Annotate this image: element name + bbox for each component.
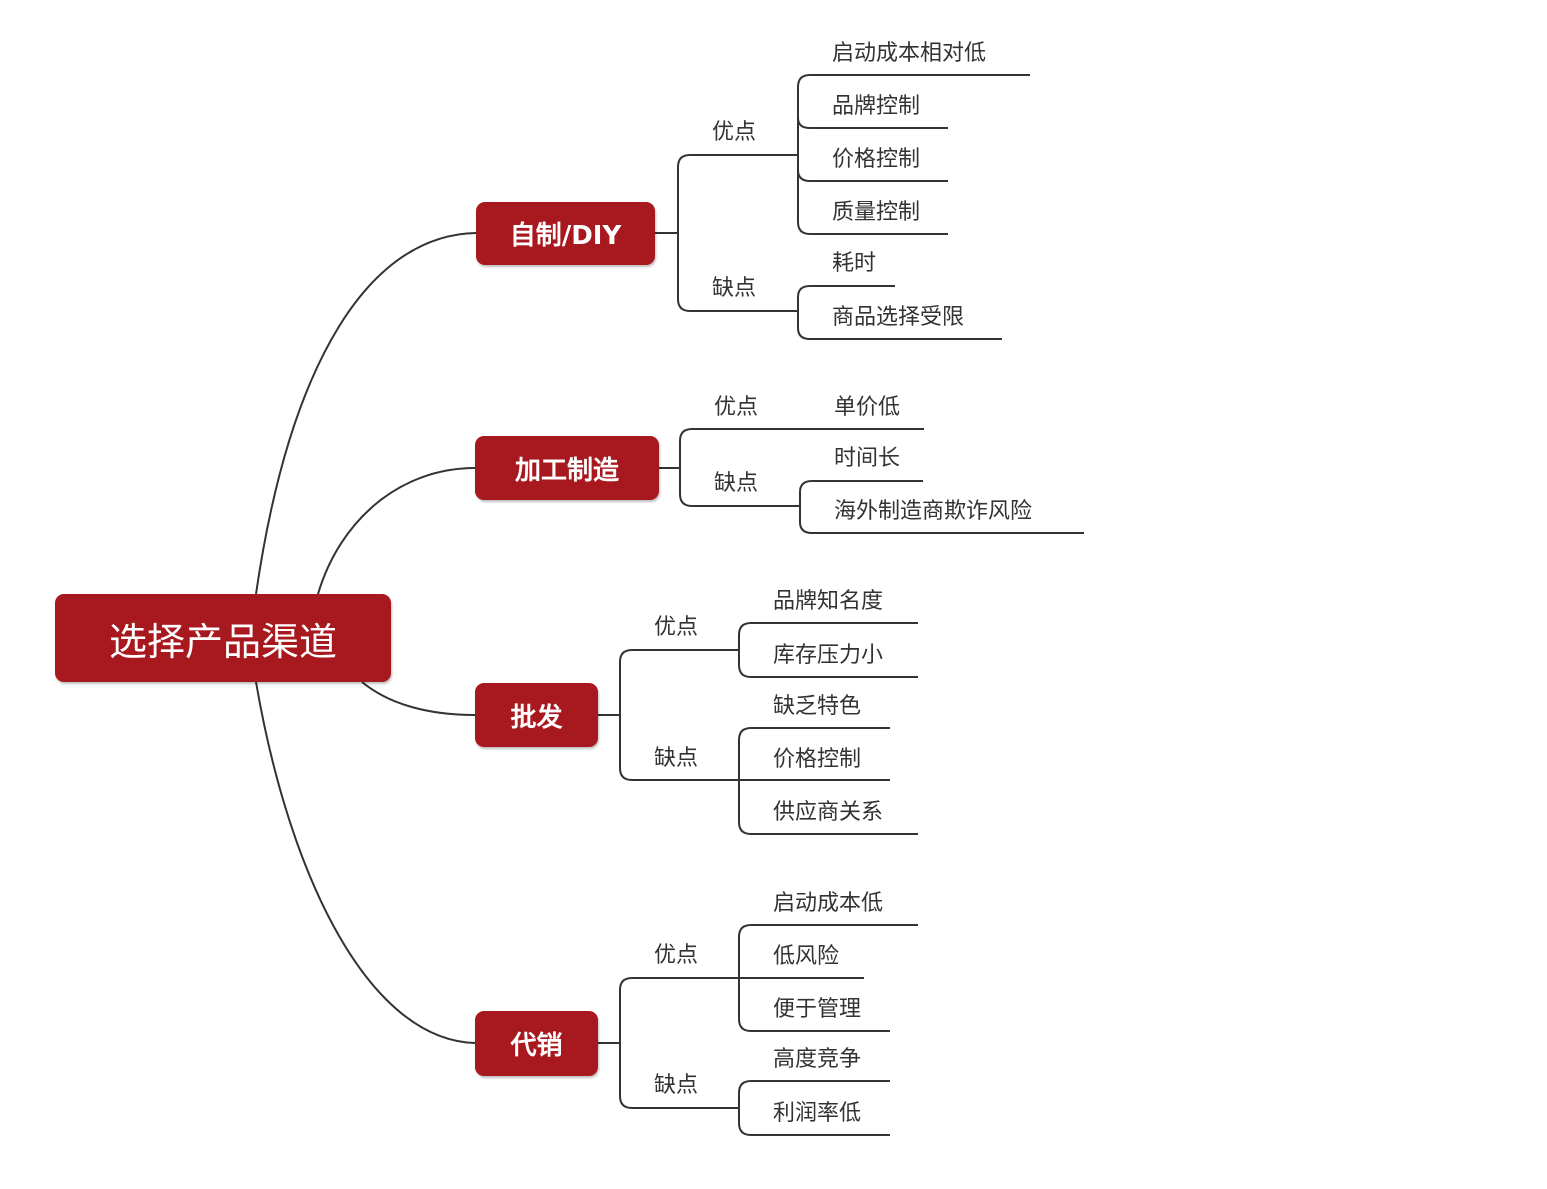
connector-root-consignment (255, 681, 476, 1044)
leaf-item[interactable]: 品牌知名度 (773, 589, 884, 614)
leaf-item[interactable]: 耗时 (832, 251, 877, 276)
connector-root-wholesale (361, 681, 476, 716)
branch-node-wholesale[interactable]: 批发 (475, 683, 598, 747)
leaf-item[interactable]: 价格控制 (773, 747, 862, 772)
connector-root-diy (255, 232, 477, 595)
connector-root-processing (317, 467, 476, 595)
leaf-item[interactable]: 库存压力小 (773, 643, 884, 668)
pros-label[interactable]: 优点 (712, 120, 757, 145)
branch-node-consignment[interactable]: 代销 (475, 1011, 598, 1076)
leaf-item[interactable]: 低风险 (773, 944, 840, 969)
leaf-item[interactable]: 便于管理 (773, 997, 862, 1022)
leaf-item[interactable]: 缺乏特色 (773, 694, 862, 719)
cons-label[interactable]: 缺点 (654, 1073, 699, 1098)
root-node[interactable]: 选择产品渠道 (55, 594, 391, 682)
branch-node-diy[interactable]: 自制/DIY (476, 202, 655, 265)
leaf-item[interactable]: 启动成本低 (773, 891, 884, 916)
leaf-item[interactable]: 高度竞争 (773, 1047, 862, 1072)
pros-label[interactable]: 优点 (714, 395, 759, 420)
leaf-item[interactable]: 供应商关系 (773, 800, 884, 825)
leaf-item[interactable]: 品牌控制 (832, 94, 921, 119)
leaf-item[interactable]: 质量控制 (832, 200, 921, 225)
cons-label[interactable]: 缺点 (714, 471, 759, 496)
cons-label[interactable]: 缺点 (654, 746, 699, 771)
branch-node-processing[interactable]: 加工制造 (475, 436, 659, 500)
pros-label[interactable]: 优点 (654, 615, 699, 640)
leaf-item[interactable]: 时间长 (834, 446, 901, 471)
leaf-item[interactable]: 商品选择受限 (832, 305, 965, 330)
leaf-item[interactable]: 利润率低 (773, 1101, 862, 1126)
leaf-item[interactable]: 单价低 (834, 395, 901, 420)
cons-label[interactable]: 缺点 (712, 276, 757, 301)
leaf-item[interactable]: 启动成本相对低 (832, 41, 987, 66)
pros-label[interactable]: 优点 (654, 943, 699, 968)
leaf-item[interactable]: 价格控制 (832, 147, 921, 172)
leaf-item[interactable]: 海外制造商欺诈风险 (834, 499, 1033, 524)
